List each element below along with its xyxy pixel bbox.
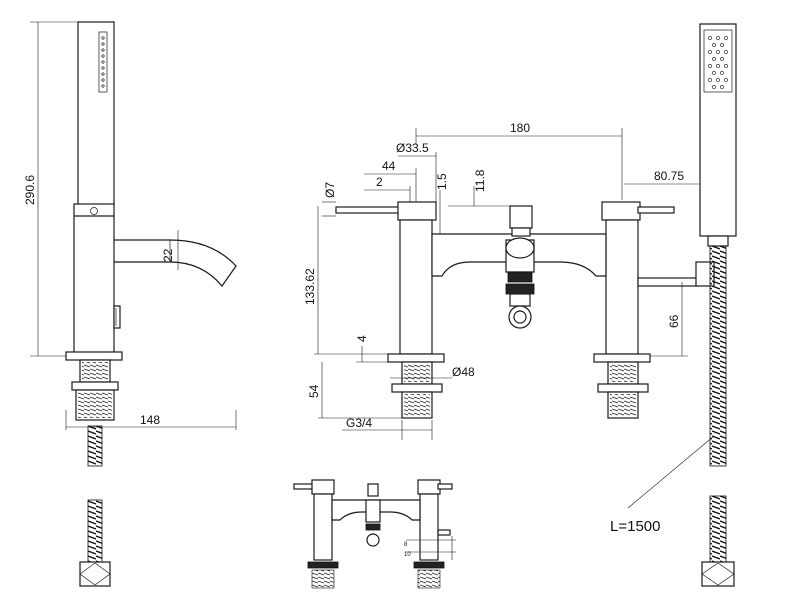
dim-pipe-dia: Ø33.5	[396, 141, 429, 155]
dim-thread: G3/4	[346, 416, 372, 430]
side-body	[73, 203, 115, 355]
side-hose-lower	[87, 499, 103, 563]
dim-spout-tube: 22	[161, 248, 175, 262]
front-view: Ø7 133.62 4 54 G3/4 Ø48 Ø33.5 44 2	[303, 121, 717, 440]
dim-offset-80: 80.75	[654, 169, 684, 183]
hose-lower	[709, 495, 727, 563]
right-pillar	[605, 219, 639, 355]
left-handle-lever	[335, 206, 401, 214]
dim-54: 54	[307, 384, 321, 398]
handshower-holder-arm	[637, 277, 699, 287]
side-spray-dots-icon	[101, 36, 105, 88]
hose-connector	[508, 305, 532, 329]
side-hose-nut	[79, 561, 111, 587]
handshower-body	[699, 23, 737, 237]
mini-dim-10: 10	[404, 552, 411, 558]
dim-height-133: 133.62	[303, 268, 317, 305]
mini-dim-8: 8	[404, 542, 408, 548]
right-handle-cap	[601, 201, 641, 221]
dim-handle-dia: Ø7	[323, 182, 337, 198]
side-spout	[114, 239, 237, 287]
side-view: 290.6 22 148	[23, 21, 237, 587]
diverter-knob	[509, 205, 533, 229]
dim-44: 44	[382, 159, 396, 173]
dim-hose-length: L=1500	[610, 518, 660, 535]
dim-reach: 148	[140, 413, 160, 427]
dim-holder-66: 66	[667, 314, 681, 328]
right-base	[593, 353, 651, 363]
spray-face-icon	[708, 36, 728, 89]
handshower-view: L=1500	[610, 23, 737, 587]
outlet-aerator	[505, 283, 535, 295]
left-base	[387, 353, 445, 363]
dim-base-dia: Ø48	[452, 365, 475, 379]
dim-centres: 180	[510, 121, 530, 135]
dim-1-5: 1.5	[435, 173, 449, 190]
left-handle-cap	[397, 201, 437, 221]
dim-4: 4	[355, 335, 369, 342]
left-pillar	[399, 219, 433, 355]
side-hose-upper	[87, 425, 103, 467]
dim-11-8: 11.8	[473, 169, 487, 192]
mini-view: 8 10	[293, 479, 456, 589]
right-handle-lever	[637, 206, 675, 214]
hose-nut	[701, 561, 735, 587]
dim-2: 2	[376, 175, 383, 189]
dim-overall-height: 290.6	[23, 175, 37, 205]
side-handshower	[77, 21, 115, 207]
hose-upper	[709, 245, 727, 467]
